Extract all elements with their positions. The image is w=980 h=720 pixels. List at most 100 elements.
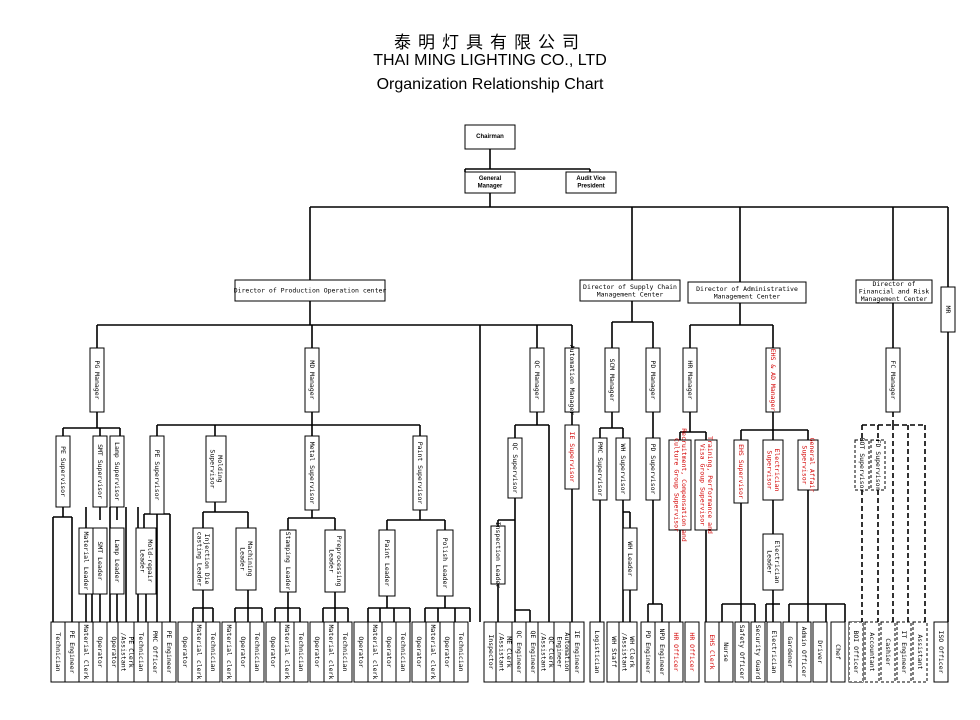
fd-supervisor-node: FD Supervisor (870, 439, 886, 491)
bottom-role-label: HR Officer (688, 632, 696, 671)
bottom-role-box (293, 621, 309, 683)
preprocessing-leader-node-box (324, 529, 346, 593)
bottom-role-label: Security Guard (754, 625, 762, 680)
bottom-role-label: Technician (137, 632, 145, 671)
bottom-role-box (161, 621, 177, 683)
metal-supervisor-node-label: Metal Supervisor (308, 442, 316, 505)
bottom-role-label: Assistant (916, 634, 924, 669)
bottom-role-label: Operator (181, 636, 189, 667)
bottom-role-54: BOI Officer (848, 621, 864, 683)
pe-supervisor-1-node-label: PE Supervisor (59, 446, 67, 497)
automation-manager-node-box (564, 347, 580, 413)
bottom-role-25: Technician (395, 621, 411, 683)
bottom-role-label: Material clerk (195, 625, 203, 680)
electrician-leader-node-label-1: Electrician (773, 540, 781, 583)
bottom-role-label: Operator (357, 636, 365, 667)
electrician-leader-node-box (762, 533, 784, 591)
paint-leader-node: Paint Leader (378, 529, 396, 597)
bottom-role-label: Electrician (770, 630, 778, 673)
smt-supervisor-node-box (92, 435, 108, 508)
mold-repair-leader-node-box (135, 527, 157, 595)
bottom-role-box (589, 621, 605, 683)
recruitment-supervisor-node-label-2: Culture Group Supervisor (672, 438, 680, 532)
fd-supervisor-node-box (870, 439, 886, 491)
scm-manager-node: SCM Manager (604, 347, 620, 413)
bottom-role-label: Material clerk (371, 625, 379, 680)
preprocessing-leader-node-label-2: Leader (327, 549, 335, 573)
ehs-supervisor-node-label: EHS Supervisor (737, 444, 745, 499)
bottom-role-label: Material clerk (327, 625, 335, 680)
wh-supervisor-node: WH Supervisor (615, 437, 631, 501)
bottom-role-label: Operator (415, 636, 423, 667)
machining-leader-node-box (235, 527, 257, 591)
bottom-role-box (337, 621, 353, 683)
hr-manager-node-box (682, 347, 698, 413)
bottom-role-27: Material clerk (425, 621, 441, 683)
paint-supervisor-node-label: Paint Supervisor (416, 442, 424, 505)
bottom-role-box (896, 621, 912, 683)
bottom-role-label: Material clerk (429, 625, 437, 680)
injection-leader-node-label-1: Injection Die (203, 534, 211, 585)
metal-supervisor-node-box (304, 435, 320, 511)
paint-supervisor-node-box (412, 435, 428, 511)
qc-manager-node-box (529, 347, 545, 413)
bottom-role-box (848, 621, 864, 683)
bottom-role-label: Material Clerk (82, 625, 90, 680)
molding-supervisor-node-box (205, 435, 227, 503)
electrician-supervisor-node-box (762, 439, 784, 501)
bottom-role-46: Safety Officer (734, 621, 750, 683)
bottom-role-label: Engineer (555, 636, 563, 667)
fd-supervisor-node-label: FD Supervisor (874, 440, 882, 491)
connector-lines (52, 149, 949, 622)
bottom-role-16: Operator (265, 621, 281, 683)
lamp-supervisor-node: Lamp Supervisor (109, 435, 125, 508)
bottom-role-label: Technician (253, 632, 261, 671)
general-affair-supervisor-node-label-2: Supervisor (800, 445, 808, 484)
md-manager-node: MD Manager (304, 347, 320, 413)
bottom-role-23: Material clerk (367, 621, 383, 683)
bottom-role-3: Material Clerk (78, 621, 94, 683)
pmc-supervisor-node-box (592, 437, 608, 501)
smt-leader-node-label: SMT Leader (96, 541, 104, 580)
bottom-role-label: Operator (443, 636, 451, 667)
chairman-node-label: Chairman (476, 134, 504, 140)
material-leader-node: Material Leader (78, 527, 94, 595)
bottom-role-26: Operator (411, 621, 427, 683)
bottom-role-box (880, 621, 896, 683)
qc-supervisor-node-label: QC Supervisor (511, 443, 519, 494)
bottom-role-39: WH Clerk/Assistant (618, 621, 638, 683)
chairman-node: Chairman (464, 124, 516, 150)
bottom-role-7: Technician (133, 621, 149, 683)
wh-supervisor-node-box (615, 437, 631, 501)
bottom-role-label: Operator (110, 636, 118, 667)
bottom-role-box (933, 621, 949, 683)
bottom-role-9: PE Engineer (161, 621, 177, 683)
pd-supervisor-node: PD Supervisor (645, 437, 661, 501)
bottom-role-34: QC Clerk/Assistant (537, 621, 557, 683)
pg-manager-node-box (89, 347, 105, 413)
bottom-role-label: EHS Clerk (708, 634, 716, 669)
wh-supervisor-node-label: WH Supervisor (619, 444, 627, 495)
bottom-role-box (718, 621, 734, 683)
injection-leader-node-box (192, 527, 214, 591)
pd-manager-node-box (645, 347, 661, 413)
company-name-chinese: 泰明灯具有限公司 (394, 33, 586, 53)
mold-repair-leader-node-label-1: Mold-repair (146, 539, 154, 582)
recruitment-supervisor-node-label-1: Recruitment, Compensation and (680, 428, 688, 542)
automation-manager-node-label: Automation Manager (568, 345, 576, 416)
bottom-role-box (796, 621, 812, 683)
metal-supervisor-node: Metal Supervisor (304, 435, 320, 511)
bottom-role-box (618, 621, 638, 683)
smt-leader-node: SMT Leader (92, 527, 108, 595)
molding-supervisor-node-label-1: Molding (216, 455, 224, 482)
director-production-node-label: Director of Production Operation center (234, 287, 387, 295)
bottom-role-label: QC Engineer (515, 630, 523, 673)
pg-manager-node-label: PG Manager (93, 360, 101, 399)
bottom-role-label: Material clerk (283, 625, 291, 680)
material-leader-node-label: Material Leader (82, 532, 90, 591)
